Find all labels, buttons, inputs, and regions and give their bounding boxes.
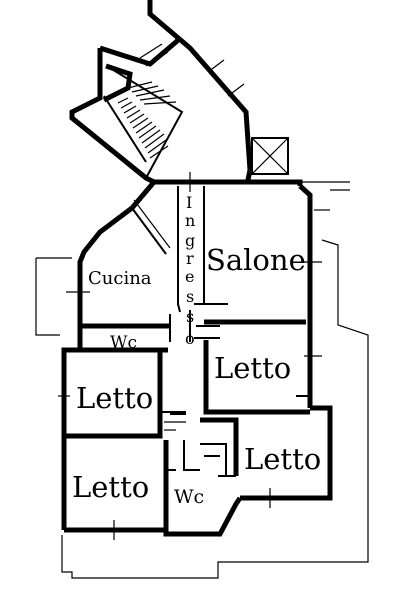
shaft — [251, 137, 289, 175]
apartment-walls — [61, 179, 333, 537]
label-ingresso-letter: I — [186, 193, 192, 212]
window-ticks — [58, 172, 330, 540]
label-ingresso-letter: e — [185, 267, 194, 286]
stair-treads — [117, 81, 177, 159]
label-letto-mid-right: Letto — [214, 351, 291, 385]
label-letto-bottom-left: Letto — [72, 470, 149, 504]
label-ingresso-letter: s — [186, 307, 194, 326]
door-openings — [131, 199, 310, 431]
label-letto-mid-left: Letto — [76, 381, 153, 415]
room-labels: Salone Cucina I n g r e s s o Wc Letto L… — [72, 193, 321, 508]
label-ingresso-letter: g — [185, 231, 195, 250]
label-ingresso-letter: s — [186, 287, 194, 306]
label-wc-bottom: Wc — [174, 486, 204, 508]
label-wc-top: Wc — [110, 333, 137, 353]
label-ingresso-letter: n — [185, 211, 195, 230]
label-ingresso: I n g r e s s o — [185, 193, 195, 348]
label-salone: Salone — [206, 243, 306, 277]
site-outline — [35, 181, 369, 579]
label-cucina: Cucina — [88, 268, 152, 289]
stair-block — [69, 0, 253, 185]
label-letto-bottom-right: Letto — [244, 442, 321, 476]
label-ingresso-letter: r — [186, 249, 194, 268]
label-ingresso-letter: o — [185, 329, 195, 348]
